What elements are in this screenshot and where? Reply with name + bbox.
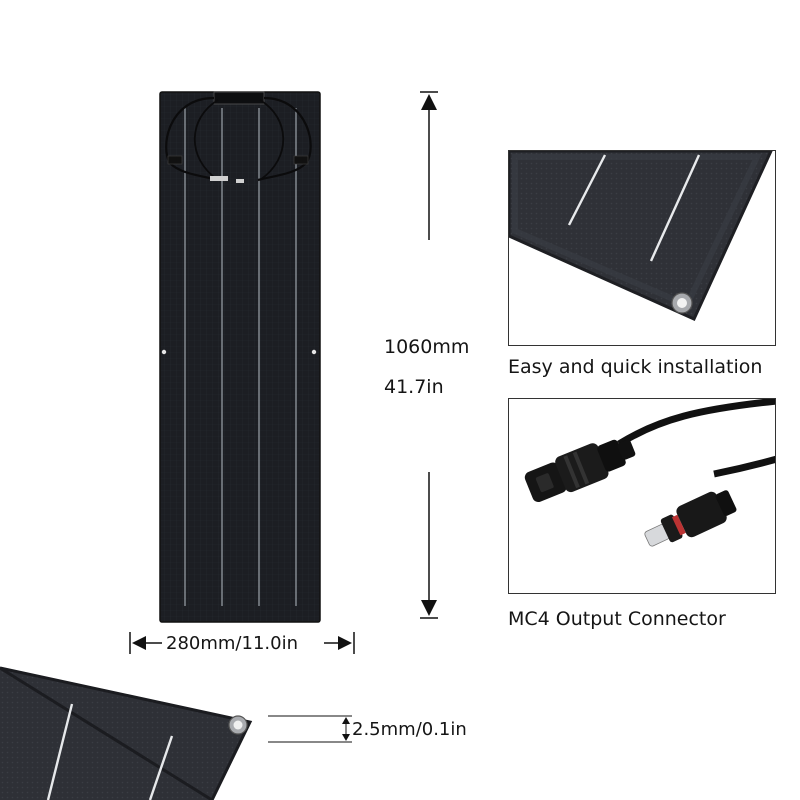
mc4-connector-image: [508, 398, 776, 594]
mc4-caption: MC4 Output Connector: [508, 608, 726, 630]
thickness-label: 2.5mm/0.1in: [352, 719, 467, 740]
installation-detail-image: [508, 150, 776, 346]
installation-caption: Easy and quick installation: [508, 356, 763, 378]
thickness-dimension-marker: [266, 712, 356, 746]
height-mm-label: 1060mm: [384, 336, 470, 358]
width-dimension-arrow: [128, 628, 356, 658]
height-dimension-arrow: [416, 90, 442, 620]
width-label: 280mm/11.0in: [166, 633, 298, 654]
solar-panel-image: [158, 88, 322, 624]
panel-thickness-closeup: [0, 660, 262, 800]
height-in-label: 41.7in: [384, 376, 444, 398]
